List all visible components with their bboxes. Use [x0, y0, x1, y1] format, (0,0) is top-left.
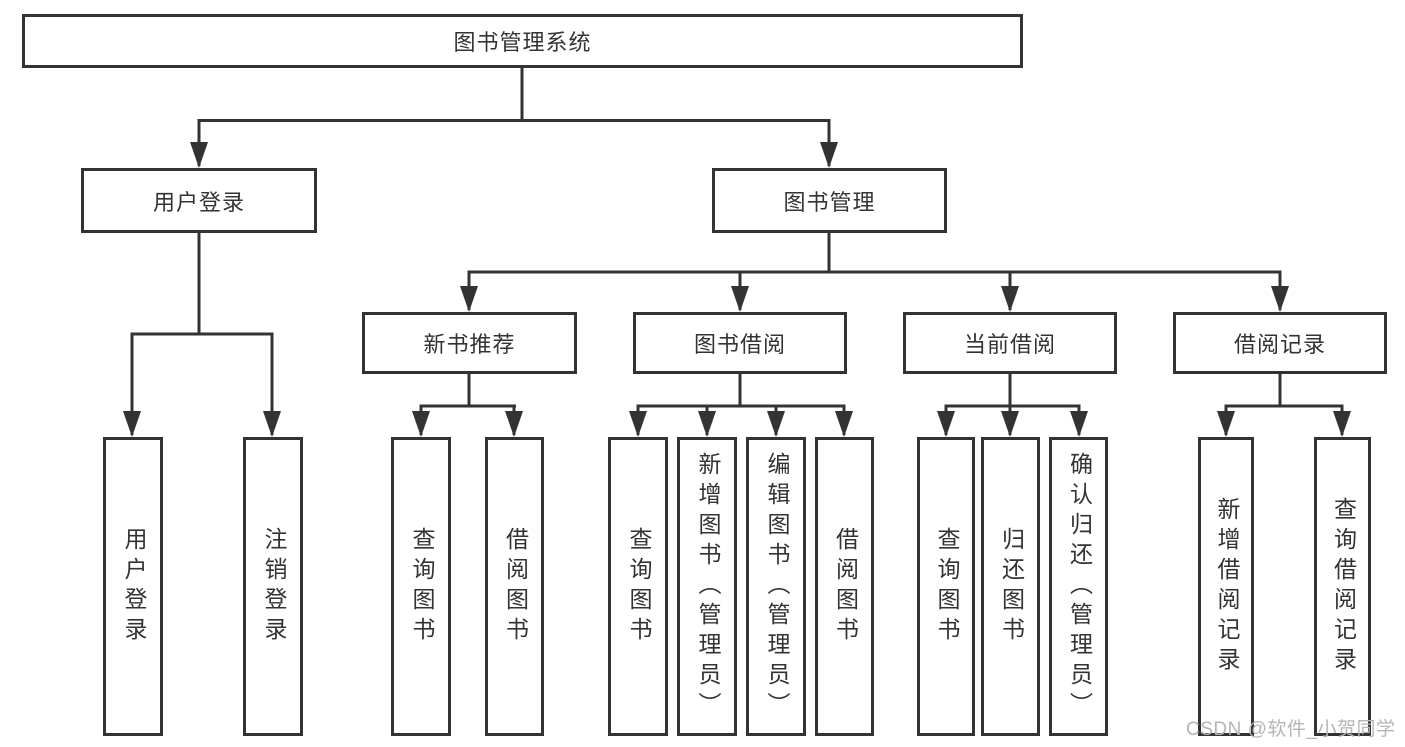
leaf-label: 确认归还（管理员）: [1066, 451, 1093, 722]
leaf-borrow-books-borrowing: 借阅图书: [815, 437, 874, 736]
node-user-login: 用户登录: [81, 168, 317, 233]
node-label: 当前借阅: [963, 332, 1056, 357]
leaf-label: 借阅图书: [832, 526, 859, 647]
node-label: 图书管理: [783, 189, 876, 215]
leaf-label: 归还图书: [998, 526, 1025, 647]
node-new-book-recommendation: 新书推荐: [362, 312, 577, 374]
leaf-borrow-books-recommend: 借阅图书: [485, 437, 544, 736]
leaf-logout: 注销登录: [243, 437, 303, 736]
node-root: 图书管理系统: [22, 14, 1023, 68]
node-current-borrowing: 当前借阅: [903, 312, 1117, 374]
node-label: 图书借阅: [693, 332, 786, 357]
leaf-query-books-borrowing: 查询图书: [608, 437, 668, 736]
leaf-user-login: 用户登录: [103, 437, 163, 736]
node-root-label: 图书管理系统: [453, 30, 592, 55]
leaf-label: 查询图书: [625, 526, 652, 647]
csdn-watermark: CSDN @软件_小贺同学: [1186, 719, 1396, 740]
leaf-add-borrow-record: 新增借阅记录: [1198, 437, 1254, 736]
leaf-label: 新增图书（管理员）: [694, 451, 721, 722]
leaf-label: 用户登录: [120, 526, 147, 647]
leaf-label: 编辑图书（管理员）: [763, 451, 790, 722]
leaf-label: 新增借阅记录: [1213, 496, 1240, 677]
node-label: 新书推荐: [423, 332, 516, 357]
leaf-add-books-admin: 新增图书（管理员）: [677, 437, 737, 736]
leaf-label: 查询图书: [408, 526, 435, 647]
leaf-query-books-recommend: 查询图书: [391, 437, 451, 736]
leaf-label: 查询图书: [933, 526, 960, 647]
leaf-query-books-current: 查询图书: [917, 437, 975, 736]
leaf-label: 借阅图书: [502, 526, 529, 647]
leaf-return-books: 归还图书: [981, 437, 1040, 736]
leaf-query-borrow-record: 查询借阅记录: [1314, 437, 1371, 736]
leaf-edit-books-admin: 编辑图书（管理员）: [746, 437, 806, 736]
node-book-borrowing: 图书借阅: [633, 312, 847, 374]
leaf-confirm-return-admin: 确认归还（管理员）: [1049, 437, 1108, 736]
node-label: 用户登录: [152, 189, 245, 215]
node-book-management: 图书管理: [712, 168, 947, 233]
node-borrowing-records: 借阅记录: [1173, 312, 1387, 374]
node-label: 借阅记录: [1233, 332, 1326, 357]
leaf-label: 查询借阅记录: [1330, 496, 1357, 677]
leaf-label: 注销登录: [260, 526, 287, 647]
